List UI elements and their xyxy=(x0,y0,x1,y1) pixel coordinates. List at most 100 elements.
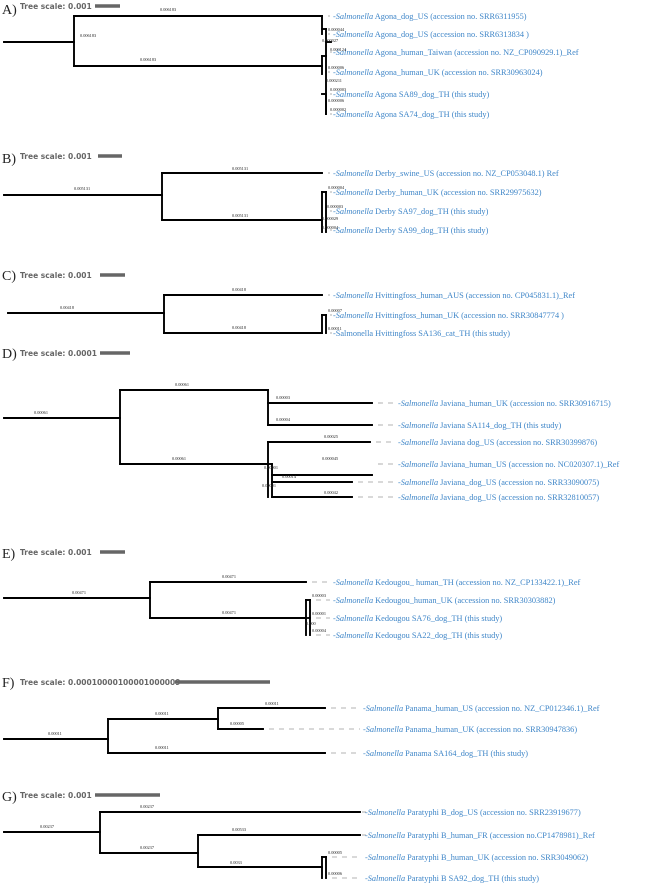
leaf-label: -Salmonella Agona_human_Taiwan (accessio… xyxy=(333,48,579,57)
branch-length-label: 0.00025 xyxy=(324,434,338,439)
panel-label: D) xyxy=(2,347,17,362)
leaf-strain: Agona_dog_US (accession no. SRR6313834 ) xyxy=(373,30,529,39)
branch-length-label: 0.00011 xyxy=(48,731,62,736)
tree-panel-g: G)Tree scale: 0.001-Salmonella Paratyphi… xyxy=(0,790,661,887)
leaf-genus: -Salmonella xyxy=(365,831,405,840)
tree-svg-c: C)Tree scale: 0.001-Salmonella Hvittingf… xyxy=(2,269,575,338)
leaf-strain: Paratyphi B_human_FR (accession no.CP147… xyxy=(405,831,595,840)
leaf-genus: -Salmonella xyxy=(363,725,403,734)
branch-length-label: 0.00001 xyxy=(262,483,276,488)
leaf-strain: Hvittingfoss SA136_cat_TH (this study) xyxy=(373,329,510,338)
leaf-strain: Derby SA99_dog_TH (this study) xyxy=(373,226,488,235)
leaf-genus: -Salmonella xyxy=(333,207,373,216)
leaf-strain: Derby SA97_dog_TH (this study) xyxy=(373,207,488,216)
branch-length-label: 0.00001 xyxy=(312,611,326,616)
leaf-label: -Salmonella Javiana SA114_dog_TH (this s… xyxy=(398,421,562,430)
branch-length-label: 0.000211 xyxy=(326,78,342,83)
leaf-genus: -Salmonella xyxy=(333,596,373,605)
leaf-strain: Panama_human_US (accession no. NZ_CP0123… xyxy=(403,704,600,713)
tree-svg-d: D)Tree scale: 0.0001 -Salmonella Javiana_… xyxy=(2,347,619,502)
leaf-strain: Kedougou SA76_dog_TH (this study) xyxy=(373,614,502,623)
branch-length-label: 0.00061 xyxy=(172,456,186,461)
branch-length-label: 0.000004 xyxy=(322,225,339,230)
leaf-label: -Salmonella Javiana_human_US (accession … xyxy=(398,460,619,469)
branch-length-label: 0.000044 xyxy=(328,27,345,32)
branch-length-label: 0.00418 xyxy=(232,287,246,292)
branch-length-label: 0.000029 xyxy=(322,216,338,221)
branch-length-label: 0.005131 xyxy=(232,213,248,218)
leaf-strain: Derby_human_UK (accession no. SRR2997563… xyxy=(373,188,542,197)
leaf-label: -Salmonella Panama_human_US (accession n… xyxy=(363,704,600,713)
leaf-strain: Agona SA74_dog_TH (this study) xyxy=(373,110,489,119)
leaf-strain: Panama_human_UK (accession no. SRR309478… xyxy=(403,725,577,734)
leaf-label: -Salmonella Javiana_dog_US (accession no… xyxy=(398,478,599,487)
branch-length-label: 0.00003 xyxy=(276,395,290,400)
leaf-genus: -Salmonella xyxy=(333,329,373,338)
tree-svg-f: F)Tree scale: 0.00010000100001000009-Sal… xyxy=(2,676,600,758)
leaf-genus: -Salmonella xyxy=(333,48,373,57)
branch-length-label: 0.000003 xyxy=(330,87,346,92)
leaf-genus: -Salmonella xyxy=(365,808,405,817)
panel-label: E) xyxy=(2,547,16,562)
branch-length-label: 0.000002 xyxy=(330,107,346,112)
leaf-strain: Paratyphi B SA92_dog_TH (this study) xyxy=(405,874,539,883)
leaf-label: -Salmonella Agona_dog_US (accession no. … xyxy=(333,30,529,39)
branch-length-label: 0.00004 xyxy=(312,628,327,633)
branch-length-label: 0.00011 xyxy=(155,745,169,750)
leaf-strain: Kedougou_ human_TH (accession no. NZ_CP1… xyxy=(373,578,580,587)
panel-label: B) xyxy=(2,152,16,167)
leaf-strain: Hvittingfoss_human_AUS (accession no. CP… xyxy=(373,291,575,300)
leaf-strain: Kedougou_human_UK (accession no. SRR3030… xyxy=(373,596,556,605)
branch-length-label: 0.00007 xyxy=(328,308,343,313)
branch-length-label: 0.006183 xyxy=(160,7,176,12)
leaf-strain: Javiana dog_US (accession no. SRR3039987… xyxy=(438,438,597,447)
leaf-genus: -Salmonella xyxy=(398,399,438,408)
branch-length-label: 0.006183 xyxy=(80,33,96,38)
leaf-strain: Agona_human_Taiwan (accession no. NZ_CP0… xyxy=(373,48,579,57)
leaf-label: -Salmonella Panama_human_UK (accession n… xyxy=(363,725,577,734)
panel-label: F) xyxy=(2,676,15,691)
branch-length-label: 0.00471 xyxy=(222,574,236,579)
tree-scale-label: Tree scale: 0.001 xyxy=(20,791,92,800)
branch-length-label: 0.00418 xyxy=(60,305,74,310)
leaf-strain: Paratyphi B_dog_US (accession no. SRR239… xyxy=(405,808,581,817)
tree-panel-e: E)Tree scale: 0.001-Salmonella Kedougou_… xyxy=(0,545,661,660)
branch-length-label: 0.0033 xyxy=(230,860,242,865)
leaf-strain: Kedougou SA22_dog_TH (this study) xyxy=(373,631,502,640)
leaf-label: -Salmonella Agona_human_UK (accession no… xyxy=(333,68,543,77)
leaf-label: -Salmonella Hvittingfoss SA136_cat_TH (t… xyxy=(333,329,510,338)
tree-scale-label: Tree scale: 0.001 xyxy=(20,2,92,11)
leaf-genus: -Salmonella xyxy=(333,311,373,320)
leaf-genus: -Salmonella xyxy=(363,704,403,713)
tree-scale-label: Tree scale: 0.001 xyxy=(20,152,92,161)
leaf-genus: -Salmonella xyxy=(333,188,373,197)
leaf-genus: -Salmonella xyxy=(333,90,373,99)
leaf-label: -Salmonella Agona_dog_US (accession no. … xyxy=(333,12,527,21)
tree-panel-a: A)Tree scale: 0.001 -Salmonella Agona_dog… xyxy=(0,0,661,126)
branch-length-label: 0.000045 xyxy=(322,456,338,461)
branch-length-label: 0.00237 xyxy=(140,845,155,850)
leaf-genus: -Salmonella xyxy=(398,438,438,447)
leaf-genus: -Salmonella xyxy=(333,226,373,235)
leaf-label: -Salmonella Kedougou SA22_dog_TH (this s… xyxy=(333,631,502,640)
panel-label: A) xyxy=(2,3,17,18)
tree-svg-g: G)Tree scale: 0.001-Salmonella Paratyphi… xyxy=(2,790,595,883)
leaf-label: -Salmonella Derby SA99_dog_TH (this stud… xyxy=(333,226,489,235)
branch-length-label: 0.00014 xyxy=(282,474,297,479)
leaf-genus: -Salmonella xyxy=(333,631,373,640)
branch-length-label: 0.000 xyxy=(306,621,316,626)
leaf-genus: -Salmonella xyxy=(333,169,373,178)
leaf-strain: Agona_human_UK (accession no. SRR3096302… xyxy=(373,68,543,77)
branch-length-label: 0.005131 xyxy=(232,166,248,171)
tree-svg-a: A)Tree scale: 0.001 -Salmonella Agona_dog… xyxy=(2,2,579,119)
branch-length-label: 0.00471 xyxy=(222,610,236,615)
branch-length-label: 0.00011 xyxy=(265,701,279,706)
leaf-label: -Salmonella Agona SA74_dog_TH (this stud… xyxy=(333,110,490,119)
leaf-genus: -Salmonella xyxy=(333,578,373,587)
leaf-strain: Agona_dog_US (accession no. SRR6311955) xyxy=(373,12,527,21)
branch-length-label: 0.00471 xyxy=(72,590,86,595)
tree-panel-d: D)Tree scale: 0.0001 -Salmonella Javiana_… xyxy=(0,345,661,520)
leaf-genus: -Salmonella xyxy=(365,853,405,862)
tree-scale-label: Tree scale: 0.0001 xyxy=(20,349,97,358)
